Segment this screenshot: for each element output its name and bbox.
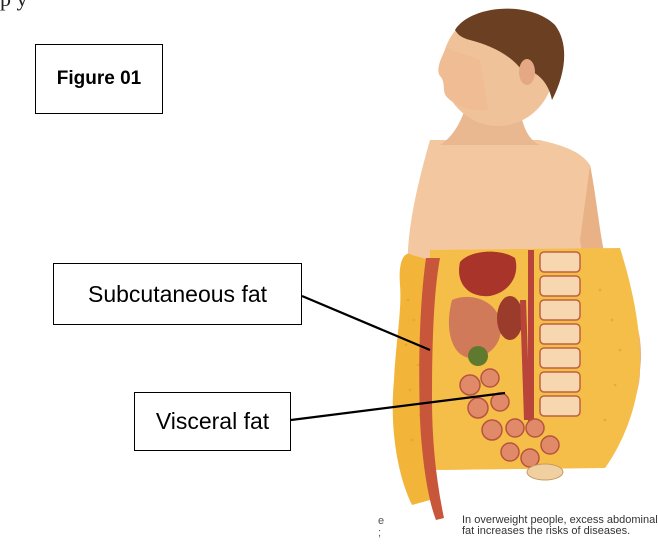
caption-stub: e ; — [378, 515, 390, 539]
visceral-fat-callout: Visceral fat — [134, 392, 291, 451]
subcutaneous-fat-callout: Subcutaneous fat — [53, 263, 302, 325]
pelvis — [527, 464, 563, 480]
kidney — [497, 296, 523, 340]
gallbladder — [468, 346, 488, 366]
figure-label: Figure 01 — [35, 44, 163, 114]
spine — [540, 252, 580, 416]
figure-caption: In overweight people, excess abdominal f… — [462, 515, 658, 537]
ear — [519, 59, 535, 85]
